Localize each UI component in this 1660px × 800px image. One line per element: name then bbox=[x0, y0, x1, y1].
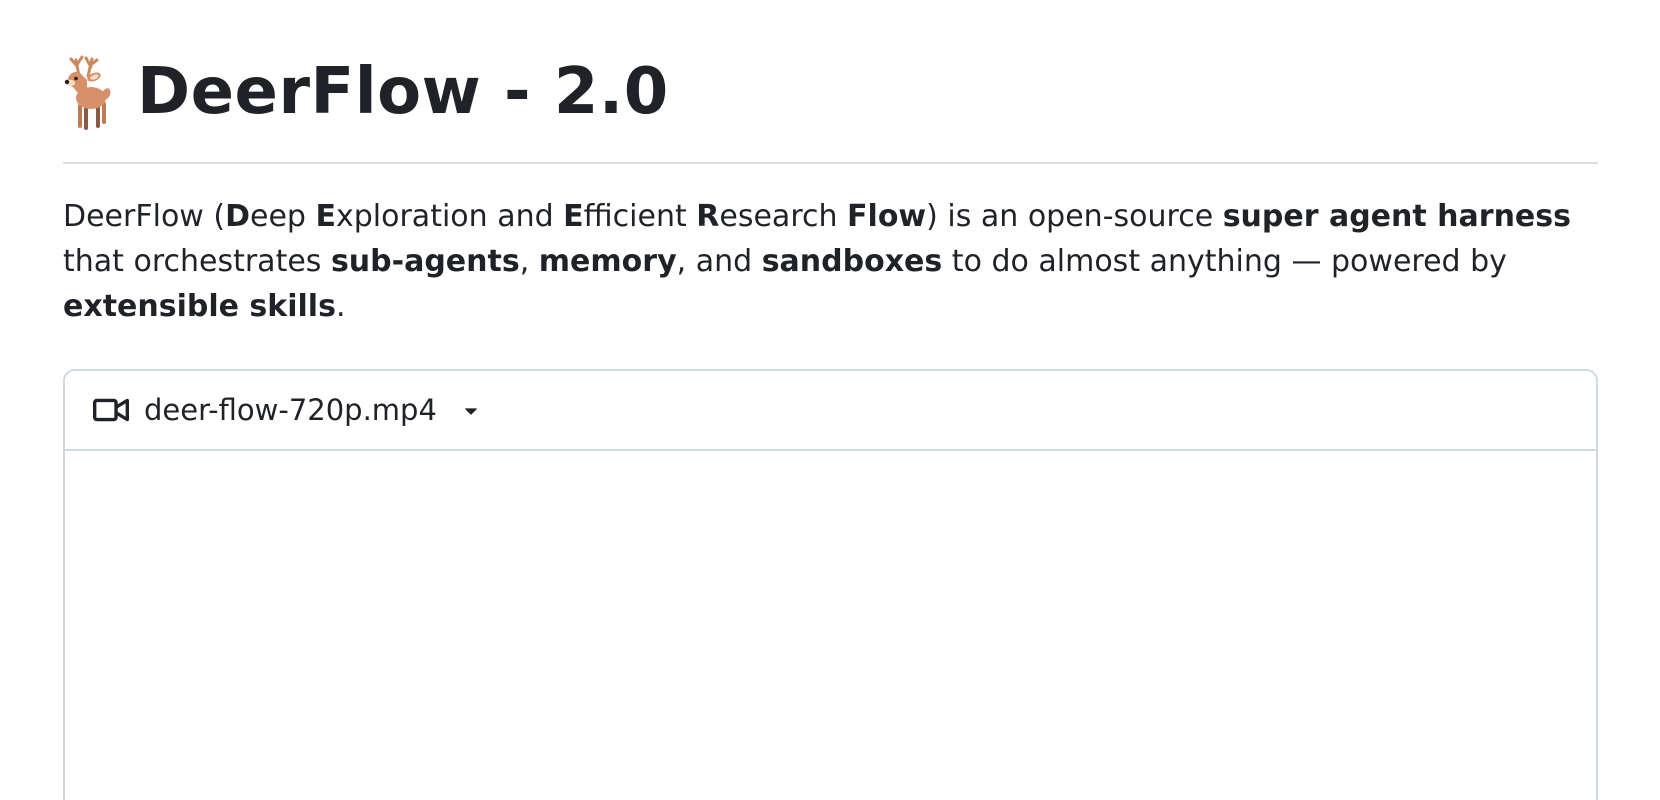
video-player-area[interactable] bbox=[65, 451, 1596, 800]
intro-paragraph: DeerFlow (Deep Exploration and Efficient… bbox=[63, 199, 1571, 324]
page-title-text: DeerFlow - 2.0 bbox=[137, 55, 669, 129]
video-header-toggle[interactable]: deer-flow-720p.mp4 bbox=[65, 371, 1596, 451]
video-filename: deer-flow-720p.mp4 bbox=[144, 393, 437, 427]
video-attachment: deer-flow-720p.mp4 bbox=[63, 369, 1598, 800]
video-camera-icon bbox=[93, 398, 129, 422]
page-title: DeerFlow - 2.0 bbox=[63, 52, 1598, 164]
chevron-down-icon[interactable] bbox=[458, 397, 484, 423]
deer-emoji-icon bbox=[64, 55, 111, 130]
